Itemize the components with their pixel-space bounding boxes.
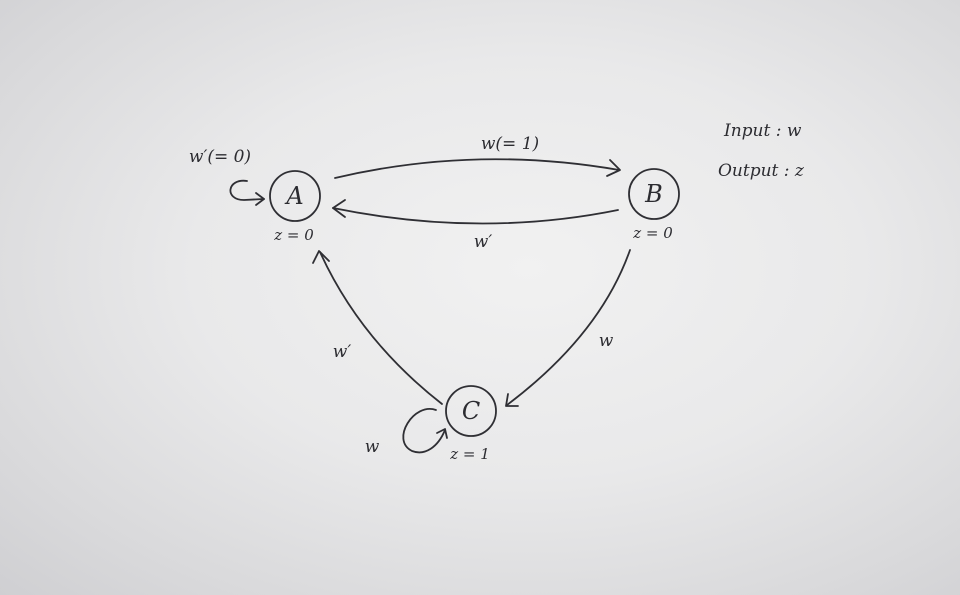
state-c-circle — [445, 385, 497, 437]
edge-b-to-a-path — [332, 207, 619, 225]
loop-c-path — [402, 408, 446, 454]
edge-c-to-a-path — [319, 251, 443, 405]
loop-a-arrowhead-icon — [255, 192, 265, 206]
state-b: B z = 0 — [628, 168, 680, 242]
loop-c-arrowhead-icon — [436, 428, 448, 439]
state-c: C z = 1 — [445, 385, 497, 463]
transition-b-to-a-label: w′ — [474, 232, 493, 252]
transition-c-self-label: w — [365, 437, 380, 457]
edge-c-to-a-arrowhead-icon — [312, 250, 330, 264]
transition-b-to-c-label: w — [599, 331, 614, 351]
state-a-circle — [269, 170, 321, 222]
legend-output: Output : z — [718, 161, 805, 181]
transition-b-to-c: w — [505, 249, 631, 407]
state-b-name: B — [644, 180, 663, 208]
state-b-output: z = 0 — [632, 224, 673, 242]
state-a: A z = 0 — [269, 170, 321, 244]
state-a-output: z = 0 — [273, 226, 314, 244]
transition-c-self: w — [365, 408, 448, 457]
loop-a-path — [229, 180, 265, 201]
edge-a-to-b-arrowhead-icon — [606, 159, 621, 177]
legend-input: Input : w — [723, 121, 802, 141]
transition-a-self-label: w′(= 0) — [189, 147, 251, 167]
state-c-output: z = 1 — [449, 445, 490, 463]
edge-b-to-c-arrowhead-icon — [505, 393, 519, 407]
state-c-name: C — [462, 397, 480, 425]
edge-a-to-b-path — [334, 158, 620, 179]
transition-b-to-a: w′ — [332, 199, 619, 252]
transition-a-self: w′(= 0) — [189, 147, 265, 206]
transition-c-to-a: w′ — [312, 250, 443, 405]
edge-b-to-a-arrowhead-icon — [332, 199, 346, 218]
edge-b-to-c-path — [506, 249, 631, 406]
state-b-circle — [628, 168, 680, 220]
transition-a-to-b: w(= 1) — [334, 134, 621, 179]
transition-a-to-b-label: w(= 1) — [481, 134, 539, 154]
transition-c-to-a-label: w′ — [333, 342, 352, 362]
state-a-name: A — [284, 182, 303, 210]
